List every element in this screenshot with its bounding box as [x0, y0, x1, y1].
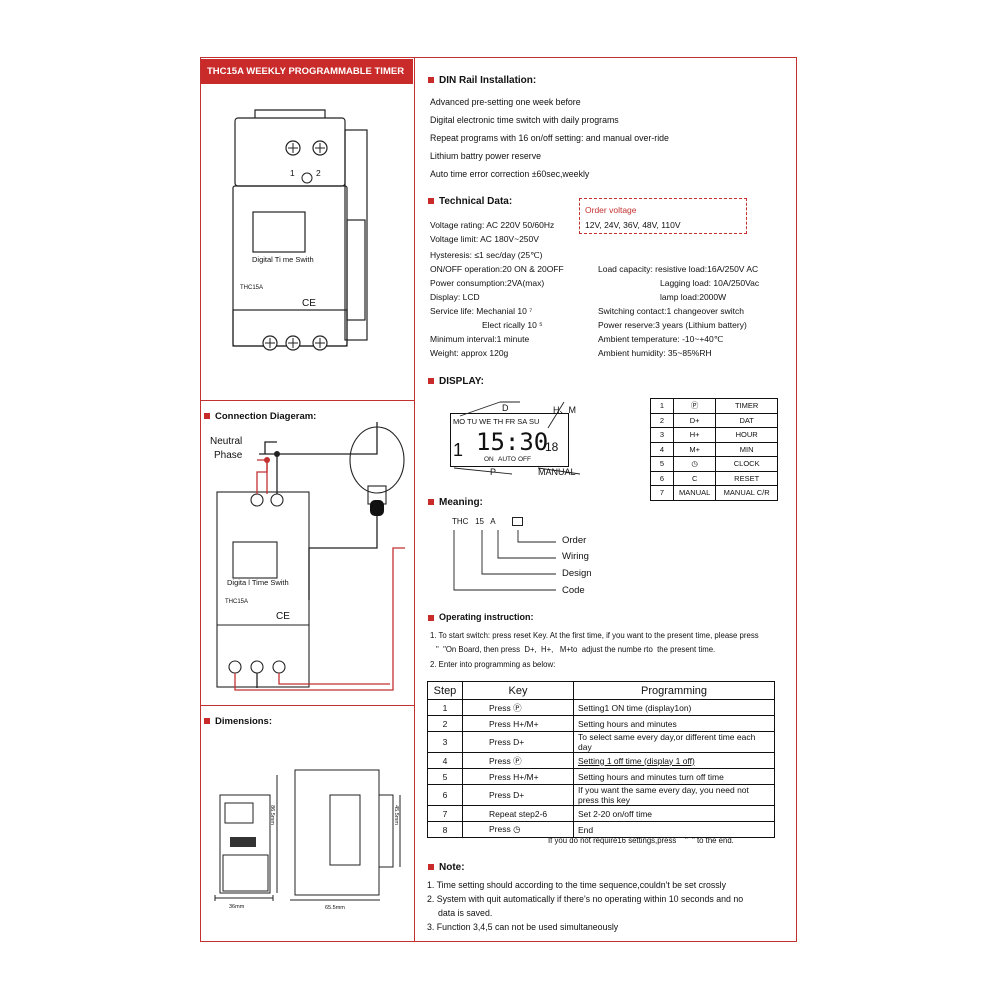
dim-width-65: 65.5mm	[325, 905, 345, 911]
meaning-leader-lines	[453, 530, 556, 591]
technical-heading: Technical Data:	[428, 196, 512, 207]
meaning-wiring: Wiring	[562, 551, 589, 562]
connection-diagram	[216, 422, 405, 691]
din-line: Digital electronic time switch with dail…	[430, 115, 619, 125]
col-programming: Programming	[573, 681, 775, 700]
dim-width-36: 36mm	[229, 904, 245, 910]
column-divider	[414, 57, 415, 942]
lcd-on: ON	[484, 456, 494, 463]
meaning-design: Design	[562, 568, 592, 579]
dim-height-86: 86.5mm	[268, 805, 275, 825]
meaning-order: Order	[562, 535, 587, 546]
col-step: Step	[427, 681, 463, 700]
meaning-code: Code	[562, 585, 585, 596]
operating-line: 1. To start switch: press reset Key. At …	[430, 631, 759, 640]
dim-height-45: 45.5mm	[392, 805, 399, 825]
tech-spec: Voltage limit: AC 180V~250V	[430, 234, 539, 244]
device-model: THC15A	[240, 285, 264, 291]
lcd-leader-lines	[453, 401, 581, 475]
order-box	[512, 517, 523, 526]
din-line: Repeat programs with 16 on/off setting: …	[430, 133, 669, 143]
tech-spec: Hysteresis: ≤1 sec/day (25℃)	[430, 250, 543, 260]
lcd-label-d: D	[502, 403, 509, 413]
order-voltage-values: 12V, 24V, 36V, 48V, 110V	[585, 220, 681, 230]
tech-spec: Weight: approx 120g	[430, 348, 509, 358]
meaning-heading: Meaning:	[428, 497, 483, 508]
terminal-2: 2	[316, 168, 321, 178]
din-line: Advanced pre-setting one week before	[430, 97, 581, 107]
lcd-days: MO TU WE TH FR SA SU	[453, 417, 540, 426]
lcd-off: OFF	[518, 456, 531, 463]
dimensions-heading: Dimensions:	[204, 716, 272, 727]
operating-line: 2. Enter into programming as below:	[430, 660, 556, 669]
note-line: 2. System with quit automatically if the…	[427, 894, 744, 904]
device-label: Digital Ti me Swith	[252, 255, 314, 264]
left-divider-2	[200, 705, 415, 706]
title-bar: THC15A WEEKLY PROGRAMMABLE TIMER	[201, 59, 413, 84]
tech-spec-right: Load capacity: resistive load:16A/250V A…	[598, 264, 759, 274]
note-heading: Note:	[428, 862, 465, 873]
tech-spec: Elect rically 10 ⁵	[482, 320, 543, 330]
din-heading: DIN Rail Installation:	[428, 75, 536, 86]
display-heading: DISPLAY:	[428, 376, 484, 387]
lcd-label-hm: H、M	[553, 405, 576, 415]
model-code: THC 15 A	[452, 517, 496, 526]
note-line: 3. Function 3,4,5 can not be used simult…	[427, 922, 619, 932]
tech-spec-right: Ambient humidity: 35~85%RH	[598, 348, 712, 358]
device2-label: Digita l Time Swith	[227, 578, 289, 587]
note-line: 1. Time setting should according to the …	[427, 880, 726, 890]
programming-footer: If you do not require16 settings,press "…	[548, 836, 734, 845]
din-line: Lithium battry power reserve	[430, 151, 541, 161]
col-key: Key	[462, 681, 574, 700]
order-voltage-box	[579, 198, 747, 234]
clock-icon: ◷	[672, 456, 717, 472]
tech-spec-right: Power reserve:3 years (Lithium battery)	[598, 320, 747, 330]
terminal-1: 1	[290, 168, 295, 178]
note-line: data is saved.	[438, 908, 493, 918]
tech-spec-right: Lagging load: 10A/250Vac	[660, 278, 760, 288]
tech-spec-right: lamp load:2000W	[660, 292, 727, 302]
tech-spec: Display: LCD	[430, 292, 480, 302]
lcd-label-manual: MANUAL	[538, 467, 576, 477]
device2-ce: CE	[276, 611, 290, 622]
lcd-auto: AUTO	[498, 456, 516, 463]
operating-line: " "On Board, then press D+, H+, M+to adj…	[436, 645, 716, 654]
dimensions-drawing	[214, 769, 401, 901]
tech-spec: ON/OFF operation:20 ON & 20OFF	[430, 264, 564, 274]
tech-spec: Minimum interval:1 minute	[430, 334, 530, 344]
lcd-seconds: 18	[545, 440, 559, 454]
tech-spec: Power consumption:2VA(max)	[430, 278, 545, 288]
device-illustration	[232, 109, 368, 351]
page-frame	[200, 57, 797, 942]
tech-spec: Voltage rating: AC 220V 50/60Hz	[430, 220, 555, 230]
phase-label: Phase	[214, 450, 243, 461]
left-divider-1	[200, 400, 415, 401]
lcd-program-number: 1	[453, 440, 464, 460]
lcd-time: 15:30	[476, 428, 549, 456]
tech-spec: Service life: Mechanial 10 ⁷	[430, 306, 533, 316]
neutral-label: Neutral	[210, 436, 243, 447]
tech-spec-right: Switching contact:1 changeover switch	[598, 306, 744, 316]
operating-heading: Operating instruction:	[428, 612, 534, 622]
tech-spec-right: Ambient temperature: -10~+40℃	[598, 334, 724, 344]
connection-heading: Connection Diageram:	[204, 411, 316, 422]
ce-mark: CE	[302, 298, 316, 309]
din-line: Auto time error correction ±60sec,weekly	[430, 169, 590, 179]
lcd-screen	[450, 413, 569, 467]
p-key-icon: Ⓟ	[672, 398, 717, 414]
order-voltage-title: Order voltage	[585, 205, 637, 215]
device2-model: THC15A	[225, 599, 249, 605]
